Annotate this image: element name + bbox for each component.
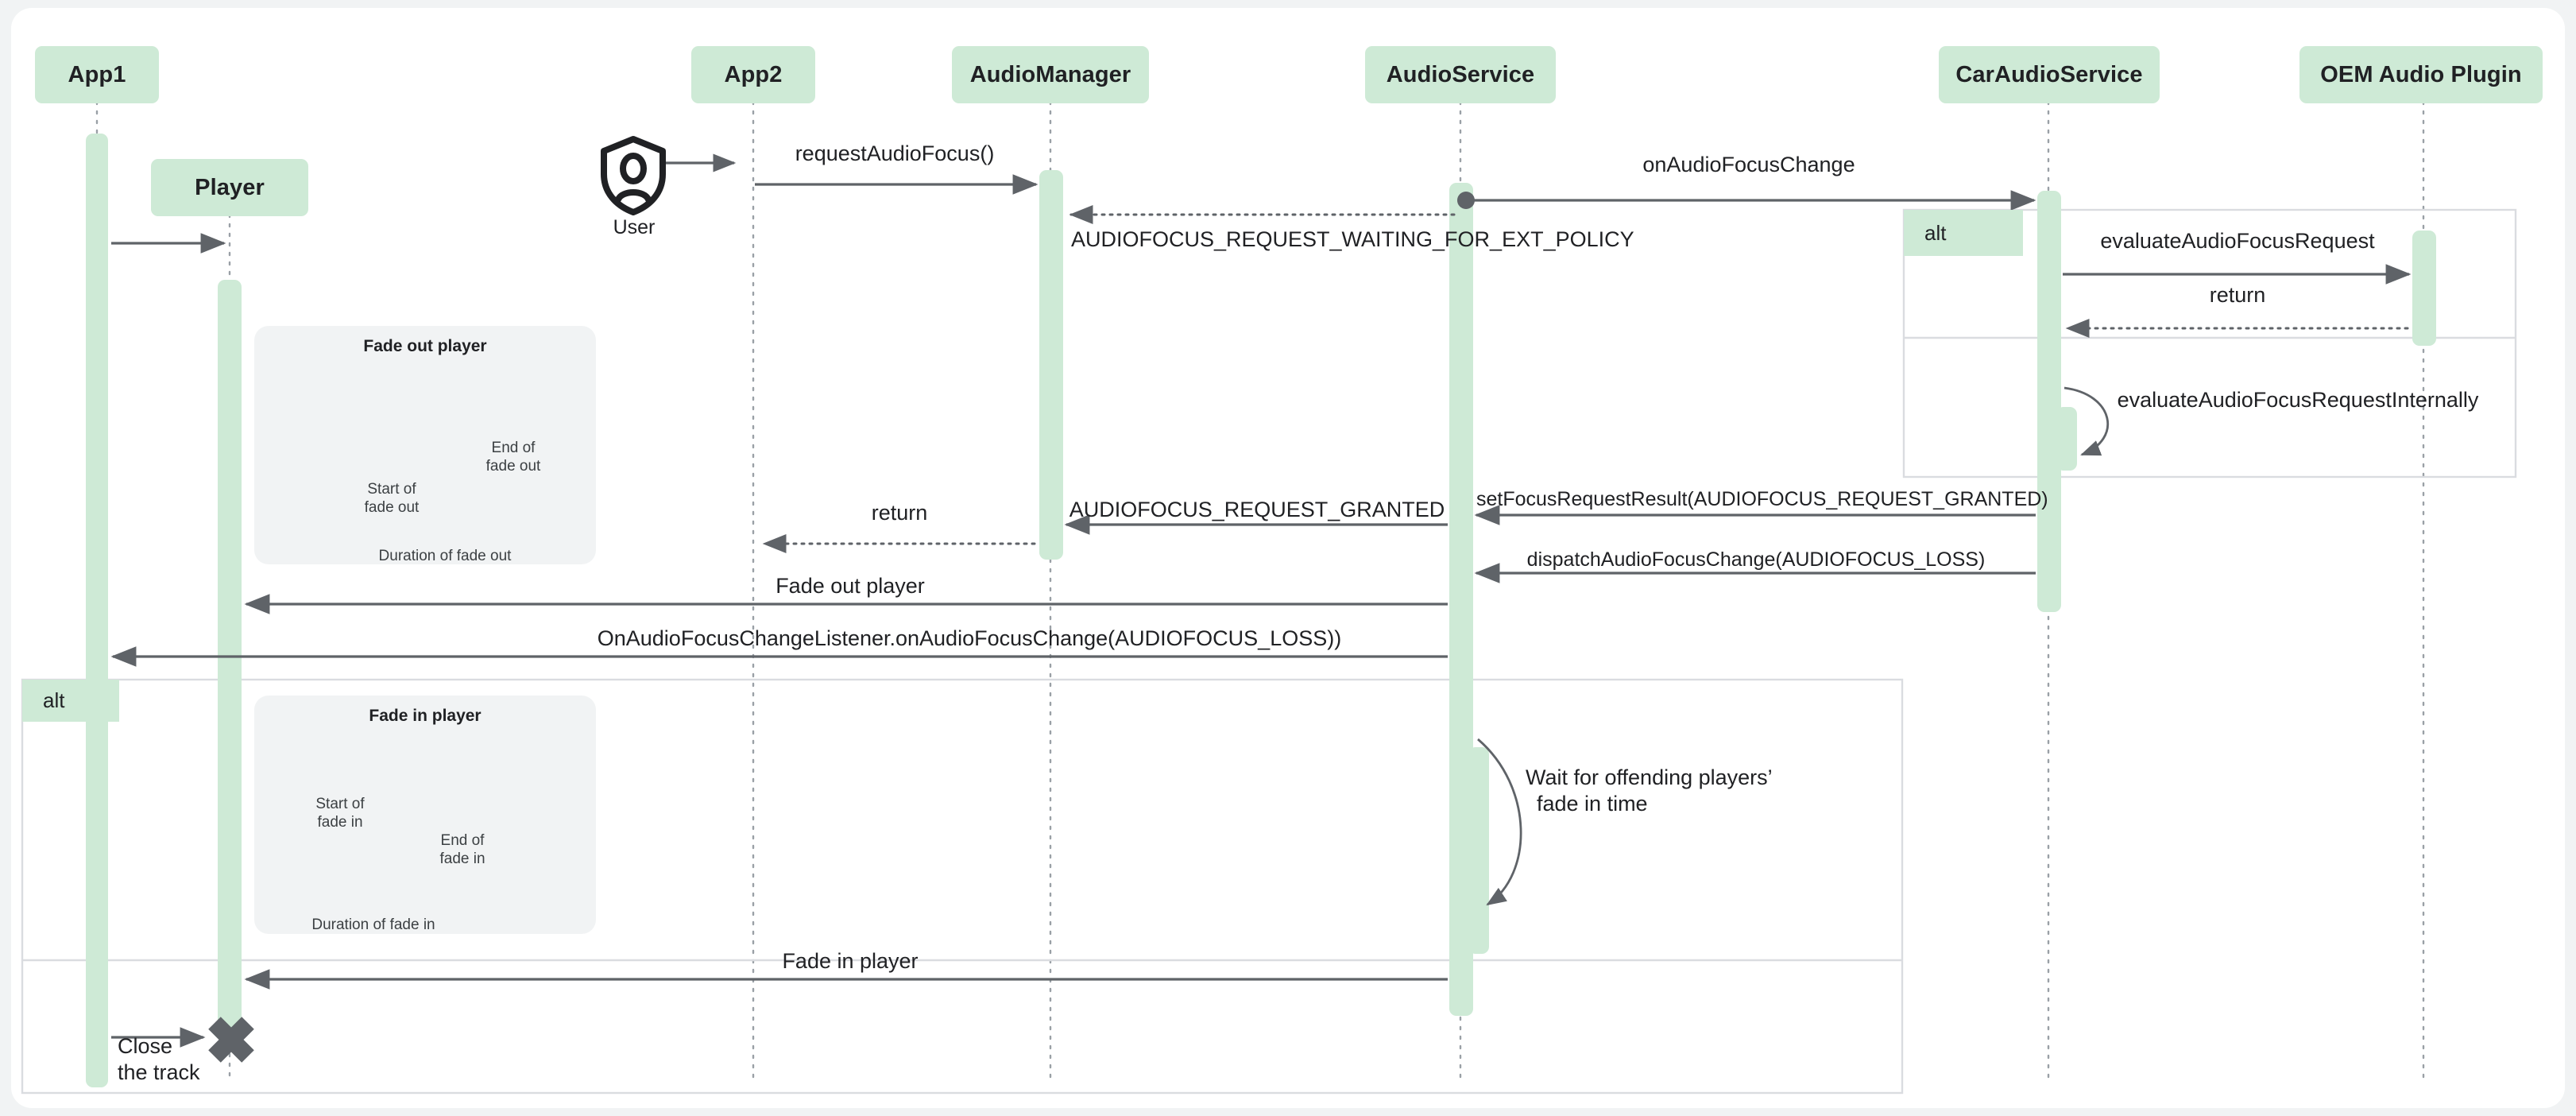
fade-out-annotation-end: End of fade out xyxy=(442,439,585,475)
message-label-evaluateaudiofocusrequest: evaluateAudioFocusRequest xyxy=(2100,229,2375,253)
message-label-onaudiofocuschange: onAudioFocusChange xyxy=(1642,153,1855,176)
message-label-dispatchaudiofocuschange: dispatchAudioFocusChange(AUDIOFOCUS_LOSS… xyxy=(1526,548,1986,571)
message-label-return-app2: return xyxy=(871,501,928,525)
lifeline-head-player[interactable]: Player xyxy=(151,159,308,216)
fade-out-end-line2: fade out xyxy=(485,458,541,475)
activation-bars xyxy=(86,134,2436,1087)
fade-in-end-line1: End of xyxy=(440,832,485,849)
note-wait-line1: Wait for offending players’ xyxy=(1526,765,1773,789)
message-label-evaluate-internally: evaluateAudioFocusRequestInternally xyxy=(2117,388,2479,412)
message-label-audiofocus-request-granted: AUDIOFOCUS_REQUEST_GRANTED xyxy=(1069,498,1445,521)
fade-in-annotation-end: End of fade in xyxy=(391,831,534,868)
message-label-fade-in-player: Fade in player xyxy=(782,949,919,973)
fade-in-chart-title: Fade in player xyxy=(369,707,482,725)
fade-out-start-line1: Start of xyxy=(367,481,416,498)
fade-in-annotation-start: Start of fade in xyxy=(269,795,412,831)
fade-in-start-line1: Start of xyxy=(315,796,365,812)
arrow-wait-selfloop xyxy=(1477,738,1522,906)
message-label-onaudiofocuschangelistener: OnAudioFocusChangeListener.onAudioFocusC… xyxy=(597,626,1342,650)
fade-out-chart-title: Fade out player xyxy=(363,337,487,355)
arrow-evaluate-internally-selfloop xyxy=(2064,386,2110,456)
note-wait-line2: fade in time xyxy=(1537,791,1648,816)
lifeline-head-audioservice[interactable]: AudioService xyxy=(1365,46,1556,103)
destroy-x-icon xyxy=(208,1017,254,1063)
note-close-line2: the track xyxy=(118,1060,200,1084)
lifeline-head-app2[interactable]: App2 xyxy=(691,46,815,103)
message-label-setfocusrequestresult: setFocusRequestResult(AUDIOFOCUS_REQUEST… xyxy=(1476,488,2048,510)
note-close-the-track: Close the track xyxy=(118,1033,292,1086)
fade-in-end-line2: fade in xyxy=(439,851,485,868)
fade-out-start-line2: fade out xyxy=(364,499,420,517)
lifeline-head-oemaudioplugin[interactable]: OEM Audio Plugin xyxy=(2299,46,2543,103)
actor-label-user: User xyxy=(613,216,656,238)
alt-tag-left: alt xyxy=(22,680,119,722)
fade-out-annotation-start: Start of fade out xyxy=(316,480,467,517)
alt-tag-right: alt xyxy=(1904,210,2023,256)
fade-out-end-line1: End of xyxy=(491,440,536,456)
lifeline-head-audiomanager[interactable]: AudioManager xyxy=(952,46,1149,103)
note-wait-for-fade-in: Wait for offending players’ fade in time xyxy=(1526,765,1859,817)
fade-in-chart-panel: Fade in player xyxy=(254,696,596,934)
fade-out-annotation-duration: Duration of fade out xyxy=(378,548,512,564)
message-label-requestaudiofocus: requestAudioFocus() xyxy=(795,141,995,165)
lifeline-head-app1[interactable]: App1 xyxy=(35,46,159,103)
fade-in-annotation-duration: Duration of fade in xyxy=(311,916,435,933)
message-label-fade-out-player: Fade out player xyxy=(776,574,925,598)
user-shield-icon xyxy=(601,136,666,215)
lifeline-head-caraudioservice[interactable]: CarAudioService xyxy=(1939,46,2160,103)
fade-out-chart-panel: Fade out player xyxy=(254,326,596,564)
ball-connector-onaudiofocuschange xyxy=(1457,192,1475,209)
message-label-return-oem: return xyxy=(2209,283,2266,307)
note-close-line1: Close xyxy=(118,1034,173,1058)
fade-in-start-line2: fade in xyxy=(317,814,363,831)
alt-fragment-left xyxy=(21,678,1904,1095)
message-label-waiting-for-ext-policy: AUDIOFOCUS_REQUEST_WAITING_FOR_EXT_POLIC… xyxy=(1071,227,1634,251)
